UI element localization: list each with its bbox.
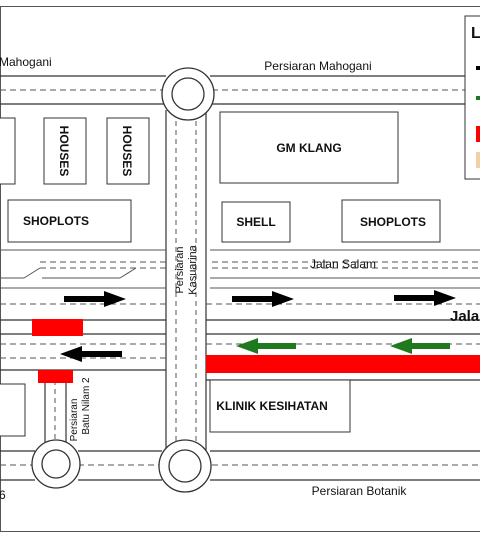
batu-nilam-label-1: Persiaran <box>69 399 80 442</box>
legend-title: L <box>471 25 480 42</box>
klinik-label: KLINIK KESIHATAN <box>216 399 328 413</box>
roundabout-bottom-left <box>31 439 81 489</box>
building-houses-1 <box>43 117 87 185</box>
jalan-main-label: Jala <box>450 308 480 325</box>
shoplots-left-label: SHOPLOTS <box>23 214 89 228</box>
arrow-green-west-1 <box>236 338 296 354</box>
arrow-black-west <box>60 346 122 362</box>
map-frame <box>0 6 480 532</box>
jalan-salam-label: Jalan Salam <box>310 257 376 271</box>
road-persiaran-kasuarina <box>165 110 207 450</box>
legend-black-swatch <box>476 66 480 70</box>
building-shell <box>221 201 291 243</box>
houses-2-label: HOUSES <box>120 126 134 177</box>
arrow-black-east-1 <box>64 291 126 307</box>
arrow-green-west-2 <box>390 338 450 354</box>
left-cut-number: 6 <box>0 488 6 502</box>
road-kasuarina-lanes <box>175 112 197 448</box>
building-left-cut-bottom <box>0 383 26 437</box>
legend-peach-swatch <box>476 152 480 168</box>
persiaran-botanik-label: Persiaran Botanik <box>312 484 408 498</box>
building-shoplots-left <box>7 199 132 243</box>
houses-1-label: HOUSES <box>57 126 71 177</box>
kasuarina-label-1: Persiaran <box>174 246 186 293</box>
batu-nilam-label-2: Batu Nilam 2 <box>81 377 92 435</box>
persiaran-mahogani-label: Persiaran Mahogani <box>264 59 371 73</box>
road-batu-nilam <box>44 378 67 445</box>
road-persiaran-botanik <box>0 450 480 481</box>
building-houses-2 <box>106 117 150 185</box>
arrow-black-east-2 <box>232 291 294 307</box>
road-jalan-salam <box>0 249 480 289</box>
gm-klang-label: GM KLANG <box>276 141 341 155</box>
congestion-red-batu <box>38 370 73 383</box>
building-gm-klang <box>219 111 399 184</box>
congestion-red-main <box>206 355 480 373</box>
roundabout-top <box>161 67 215 121</box>
legend-green-swatch <box>476 96 480 100</box>
building-shoplots-right <box>341 199 441 243</box>
road-salam-dashes <box>40 261 480 269</box>
mahogani-left-label: Mahogani <box>0 55 52 69</box>
legend: L <box>464 15 480 180</box>
shoplots-right-label: SHOPLOTS <box>360 215 426 229</box>
building-left-cut-top <box>0 117 16 185</box>
congestion-red-left <box>32 319 83 336</box>
kasuarina-label-2: Kasuarina <box>187 244 199 294</box>
building-klinik <box>209 379 351 433</box>
roundabout-bottom-middle <box>158 439 212 493</box>
shell-label: SHELL <box>236 215 275 229</box>
legend-red-swatch <box>476 126 480 142</box>
road-persiaran-mahogani <box>0 75 480 105</box>
arrow-black-east-3 <box>394 290 456 306</box>
